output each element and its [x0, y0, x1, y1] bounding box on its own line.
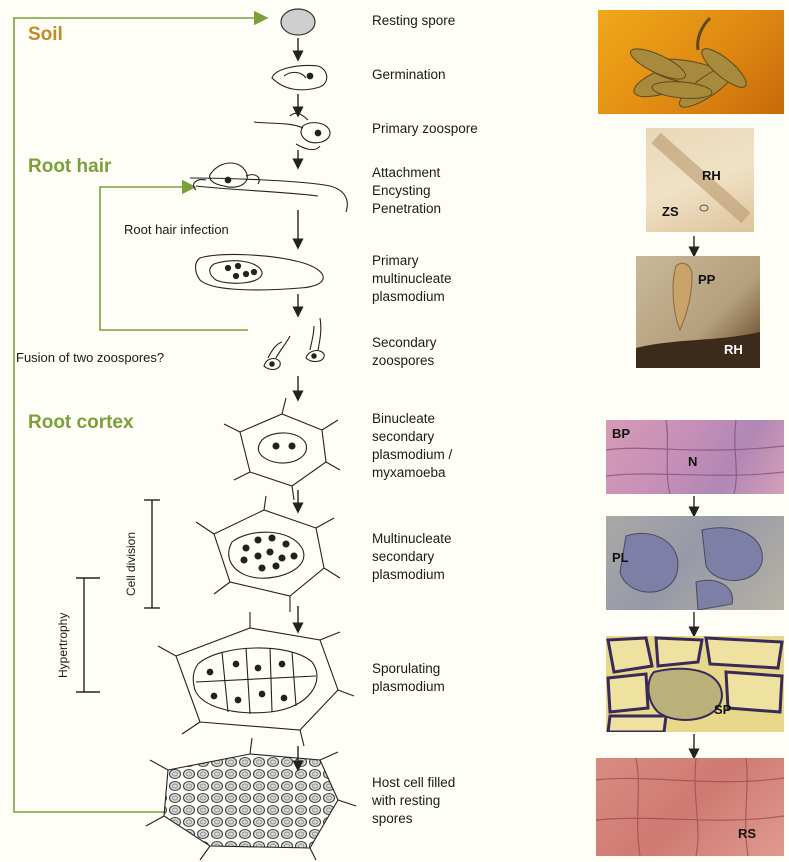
photo-label-rh: RH: [702, 168, 721, 183]
photo-label-pp: PP: [698, 272, 715, 287]
photo-label-n: N: [688, 454, 697, 469]
primary-zoospore-shape: [254, 113, 330, 149]
stage-binucleate: Binucleate secondary plasmodium / myxamo…: [372, 410, 452, 482]
stage-multinucleate: Multinucleate secondary plasmodium: [372, 530, 452, 584]
photo-binucleate: BP N: [606, 420, 784, 494]
photo-label-zs: ZS: [662, 204, 679, 219]
multinucleate-photo-icon: [606, 516, 784, 610]
photo-root-hair: RH ZS: [646, 128, 754, 232]
sporulating-photo-icon: [606, 636, 784, 732]
binucleate-cell-shape: [224, 398, 340, 500]
photo-resting-spores: RS: [596, 758, 784, 856]
photo-multinucleate: PL: [606, 516, 784, 610]
photo-label-pl: PL: [612, 550, 629, 565]
attachment-shape: [190, 163, 347, 212]
photo-label-sp: SP: [714, 702, 731, 717]
photo-label-bp: BP: [612, 426, 630, 441]
stage-primary-plasmodium: Primary multinucleate plasmodium: [372, 252, 452, 306]
photo-label-rs: RS: [738, 826, 756, 841]
photo-label-rh2: RH: [724, 342, 743, 357]
note-fusion: Fusion of two zoospores?: [16, 350, 164, 365]
section-root-cortex: Root cortex: [28, 412, 134, 434]
note-hypertrophy: Hypertrophy: [56, 613, 70, 678]
hypertrophy-bracket: [76, 578, 100, 692]
photo-clubroot: [598, 10, 784, 114]
sporulating-cell-shape: [158, 612, 354, 746]
germination-shape: [272, 66, 327, 90]
resting-spores-photo-icon: [596, 758, 784, 856]
primary-plasmodium-shape: [196, 255, 324, 290]
stage-host-cell: Host cell filled with resting spores: [372, 774, 455, 828]
multinucleate-cell-shape: [196, 496, 340, 612]
section-soil: Soil: [28, 24, 63, 46]
clubroot-icon: [598, 10, 784, 114]
stage-germination: Germination: [372, 66, 446, 84]
photo-primary-plasmodium: PP RH: [636, 256, 760, 368]
stage-sporulating: Sporulating plasmodium: [372, 660, 445, 696]
cell-division-bracket: [144, 500, 160, 608]
stage-secondary-zoospores: Secondary zoospores: [372, 334, 437, 370]
stage-primary-zoospore: Primary zoospore: [372, 120, 478, 138]
green-cycle-arrow-inner: [100, 187, 248, 330]
stage-attachment: Attachment Encysting Penetration: [372, 164, 441, 218]
section-root-hair: Root hair: [28, 156, 111, 178]
secondary-zoospores-shape: [264, 318, 324, 369]
host-cell-spores-shape: [146, 738, 356, 860]
note-cell-division: Cell division: [124, 532, 138, 596]
photo-sporulating: SP: [606, 636, 784, 732]
note-root-hair-infection: Root hair infection: [124, 222, 229, 237]
stage-resting-spore: Resting spore: [372, 12, 455, 30]
resting-spore-shape: [281, 9, 315, 35]
